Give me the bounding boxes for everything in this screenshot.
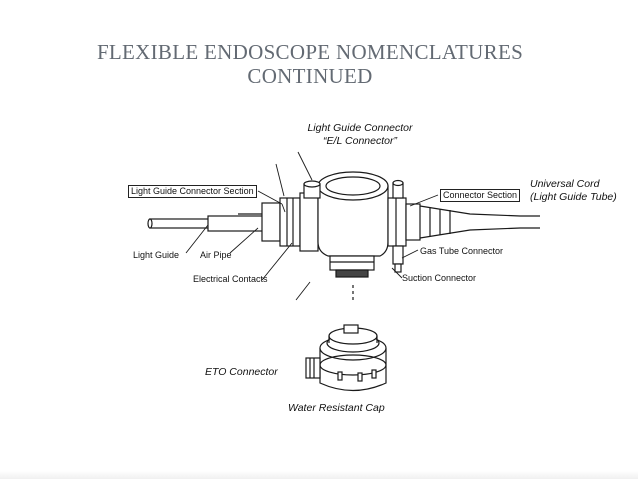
label-light-guide-connector-section: Light Guide Connector Section [128, 185, 257, 198]
callout-universal-cord-line2: (Light Guide Tube) [530, 191, 617, 203]
label-light-guide: Light Guide [133, 250, 180, 260]
label-gas-tube-connector: Gas Tube Connector [420, 246, 504, 256]
slide-bottom-edge [0, 471, 638, 479]
label-air-pipe: Air Pipe [200, 250, 232, 260]
callout-water-resistant-cap: Water Resistant Cap [288, 402, 385, 414]
label-electrical-contacts: Electrical Contacts [193, 274, 268, 284]
callout-universal-cord-line1: Universal Cord [530, 178, 600, 190]
water-resistant-cap [305, 324, 387, 392]
light-guide-connector-section [261, 192, 319, 252]
callout-universal-cord: Universal Cord (Light Guide Tube) [530, 178, 617, 204]
slide-title-line2: CONTINUED [247, 64, 373, 88]
callout-light-guide-connector-line1: Light Guide Connector [307, 122, 413, 134]
callout-light-guide-connector-line2: “E/L Connector” [323, 135, 397, 147]
slide-title-line1: FLEXIBLE ENDOSCOPE NOMENCLATURES [96, 40, 524, 64]
label-suction-connector: Suction Connector [402, 273, 477, 283]
callout-light-guide-connector: Light Guide Connector “E/L Connector” [298, 122, 422, 148]
connector-section [387, 197, 540, 247]
leader-lines [185, 151, 439, 301]
label-connector-section: Connector Section [440, 189, 521, 202]
callout-eto-connector: ETO Connector [205, 366, 278, 378]
gas-tube-connector-nozzle [392, 179, 404, 273]
connector-body [303, 171, 389, 300]
slide-title: FLEXIBLE ENDOSCOPE NOMENCLATURES CONTINU… [70, 40, 550, 88]
